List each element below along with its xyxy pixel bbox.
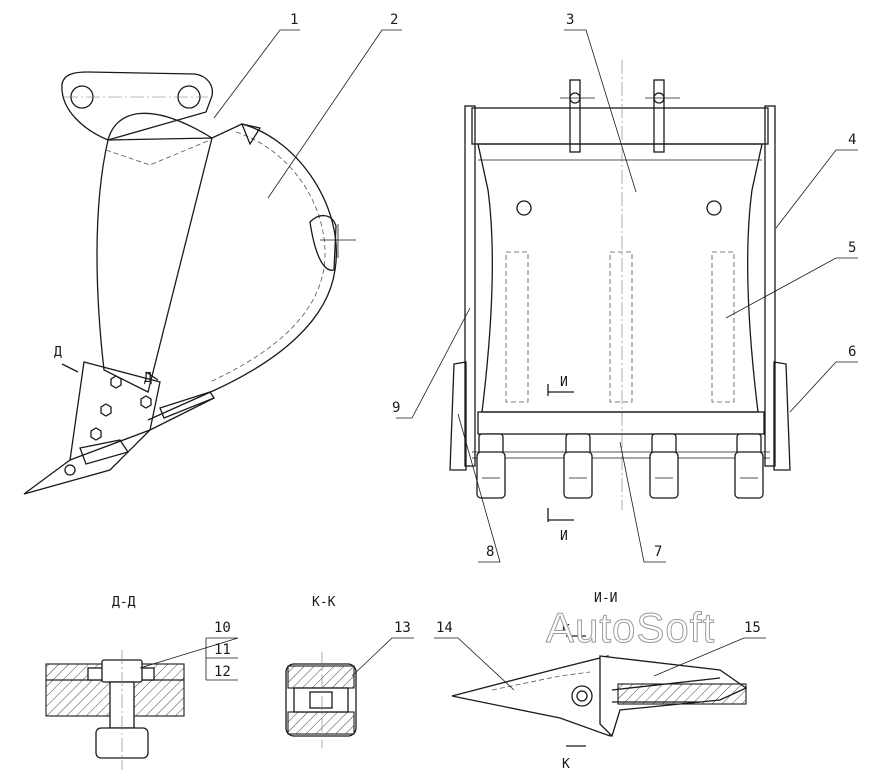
- callout-2: 2: [390, 12, 398, 28]
- callout-15: 15: [744, 620, 761, 636]
- section-mark-k-bottom: К: [562, 757, 570, 772]
- bucket-front-view: И И: [449, 60, 791, 544]
- section-mark-d-right: Д: [144, 371, 152, 386]
- section-title-dd: Д-Д: [112, 595, 136, 610]
- section-ii-detail: И-И К К: [451, 591, 748, 772]
- section-title-ii: И-И: [594, 591, 617, 606]
- callout-6: 6: [848, 344, 856, 360]
- section-kk-detail: К-К: [285, 595, 357, 748]
- callout-11: 11: [214, 642, 231, 658]
- callout-numbers: 1 2 3 4 5 6 7 8 9 10 11 12 13 14 15: [214, 12, 856, 680]
- bucket-teeth: [476, 433, 764, 499]
- callout-8: 8: [486, 544, 494, 560]
- watermark-logo: AutoSoft: [546, 604, 715, 651]
- callout-13: 13: [394, 620, 411, 636]
- callout-12: 12: [214, 664, 231, 680]
- callout-7: 7: [654, 544, 662, 560]
- section-mark-i-bottom: И: [560, 529, 568, 544]
- callout-4: 4: [848, 132, 856, 148]
- section-mark-d-left: Д: [54, 345, 62, 360]
- section-title-kk: К-К: [312, 595, 336, 610]
- callout-14: 14: [436, 620, 453, 636]
- callout-1: 1: [290, 12, 298, 28]
- section-dd-detail: Д-Д: [45, 595, 185, 770]
- callout-5: 5: [848, 240, 856, 256]
- bucket-side-view: Д Д: [23, 71, 356, 495]
- section-mark-k-top: К: [562, 623, 570, 638]
- section-mark-i-top: И: [560, 375, 568, 390]
- leader-lines: [139, 29, 858, 691]
- callout-3: 3: [566, 12, 574, 28]
- bolt-heads: [90, 375, 152, 441]
- callout-10: 10: [214, 620, 231, 636]
- callout-9: 9: [392, 400, 400, 416]
